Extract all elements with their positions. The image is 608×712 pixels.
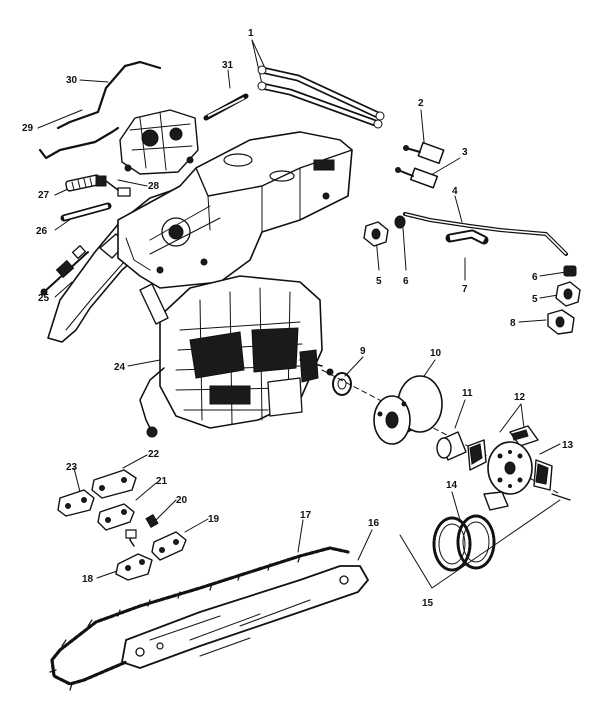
callout-21: 21 <box>156 476 168 487</box>
callout-7: 7 <box>462 284 468 295</box>
elbow-8 <box>547 309 575 335</box>
callout-26: 26 <box>36 226 48 237</box>
callout-2: 2 <box>418 98 424 109</box>
callout-22: 22 <box>148 449 160 460</box>
callout-20: 20 <box>176 495 188 506</box>
callout-10: 10 <box>430 348 442 359</box>
clutch-hub-13 <box>487 441 533 495</box>
engine-assembly <box>139 275 334 438</box>
spring-wire <box>551 493 571 501</box>
clutch-shoe-right <box>533 459 553 491</box>
callout-19: 19 <box>208 514 220 525</box>
callout-28: 28 <box>148 181 160 192</box>
guide-bar-16 <box>121 565 369 669</box>
callout-11: 11 <box>462 388 473 399</box>
rivet-20 <box>125 513 159 547</box>
clutch-shoe-upper <box>509 425 539 447</box>
callout-23: 23 <box>66 462 78 473</box>
callout-3: 3 <box>462 147 468 158</box>
clutch-shoe-lower <box>483 491 509 511</box>
callout-17: 17 <box>300 510 312 521</box>
callout-15: 15 <box>422 598 434 609</box>
nut-5-left <box>363 221 389 247</box>
clutch-springs-14 <box>432 514 496 572</box>
callout-5-right: 5 <box>532 294 538 305</box>
clamp-3 <box>395 167 439 189</box>
ferrule-6-right <box>563 265 577 277</box>
callout-31: 31 <box>222 60 234 71</box>
pin-31-inner <box>207 97 245 117</box>
anti-vibration-bars <box>257 65 385 129</box>
callout-27: 27 <box>38 190 50 201</box>
callout-5-left: 5 <box>376 276 382 287</box>
nut-5-right <box>555 281 581 307</box>
fuel-line-4 <box>403 212 568 256</box>
hose-7 <box>445 229 489 245</box>
ferrule-6-left <box>394 215 406 229</box>
callout-8: 8 <box>510 318 516 329</box>
chain-link-22 <box>91 469 137 499</box>
callout-14: 14 <box>446 480 458 491</box>
washer-9 <box>332 372 352 396</box>
callout-30: 30 <box>66 75 78 86</box>
clutch-drum-10 <box>373 375 443 445</box>
main-housing <box>117 131 353 289</box>
callout-1: 1 <box>248 28 254 39</box>
choke-rod <box>38 126 120 160</box>
callout-6-right: 6 <box>532 272 538 283</box>
leader-lines <box>37 39 567 589</box>
callout-12: 12 <box>514 392 526 403</box>
rod-26 <box>60 202 112 222</box>
callout-24: 24 <box>114 362 126 373</box>
callout-29: 29 <box>22 123 34 134</box>
shaft-axis <box>321 369 561 495</box>
callout-4: 4 <box>452 186 458 197</box>
callout-6-left: 6 <box>403 276 409 287</box>
chain-link-23 <box>57 489 95 517</box>
callout-18: 18 <box>82 574 94 585</box>
callout-13: 13 <box>562 440 574 451</box>
spring-27 <box>65 174 101 192</box>
callout-16: 16 <box>368 518 380 529</box>
saw-chain-cutters <box>49 555 301 691</box>
clutch-shoe-left <box>467 439 487 471</box>
throttle-rod <box>56 60 162 130</box>
callout-labels: 1 2 3 4 5 6 7 6 5 8 9 10 11 12 13 14 15 … <box>22 28 574 609</box>
chain-link-19 <box>151 531 187 561</box>
carburetor <box>119 109 199 175</box>
clamp-2 <box>403 141 445 165</box>
bearing-11 <box>436 431 467 461</box>
callout-9: 9 <box>360 346 366 357</box>
callout-25: 25 <box>38 293 50 304</box>
fitting-28 <box>95 175 131 197</box>
screw-25 <box>40 245 89 296</box>
saw-chain-17 <box>50 546 350 686</box>
chain-link-18 <box>115 553 153 581</box>
chain-link-21 <box>97 503 135 531</box>
